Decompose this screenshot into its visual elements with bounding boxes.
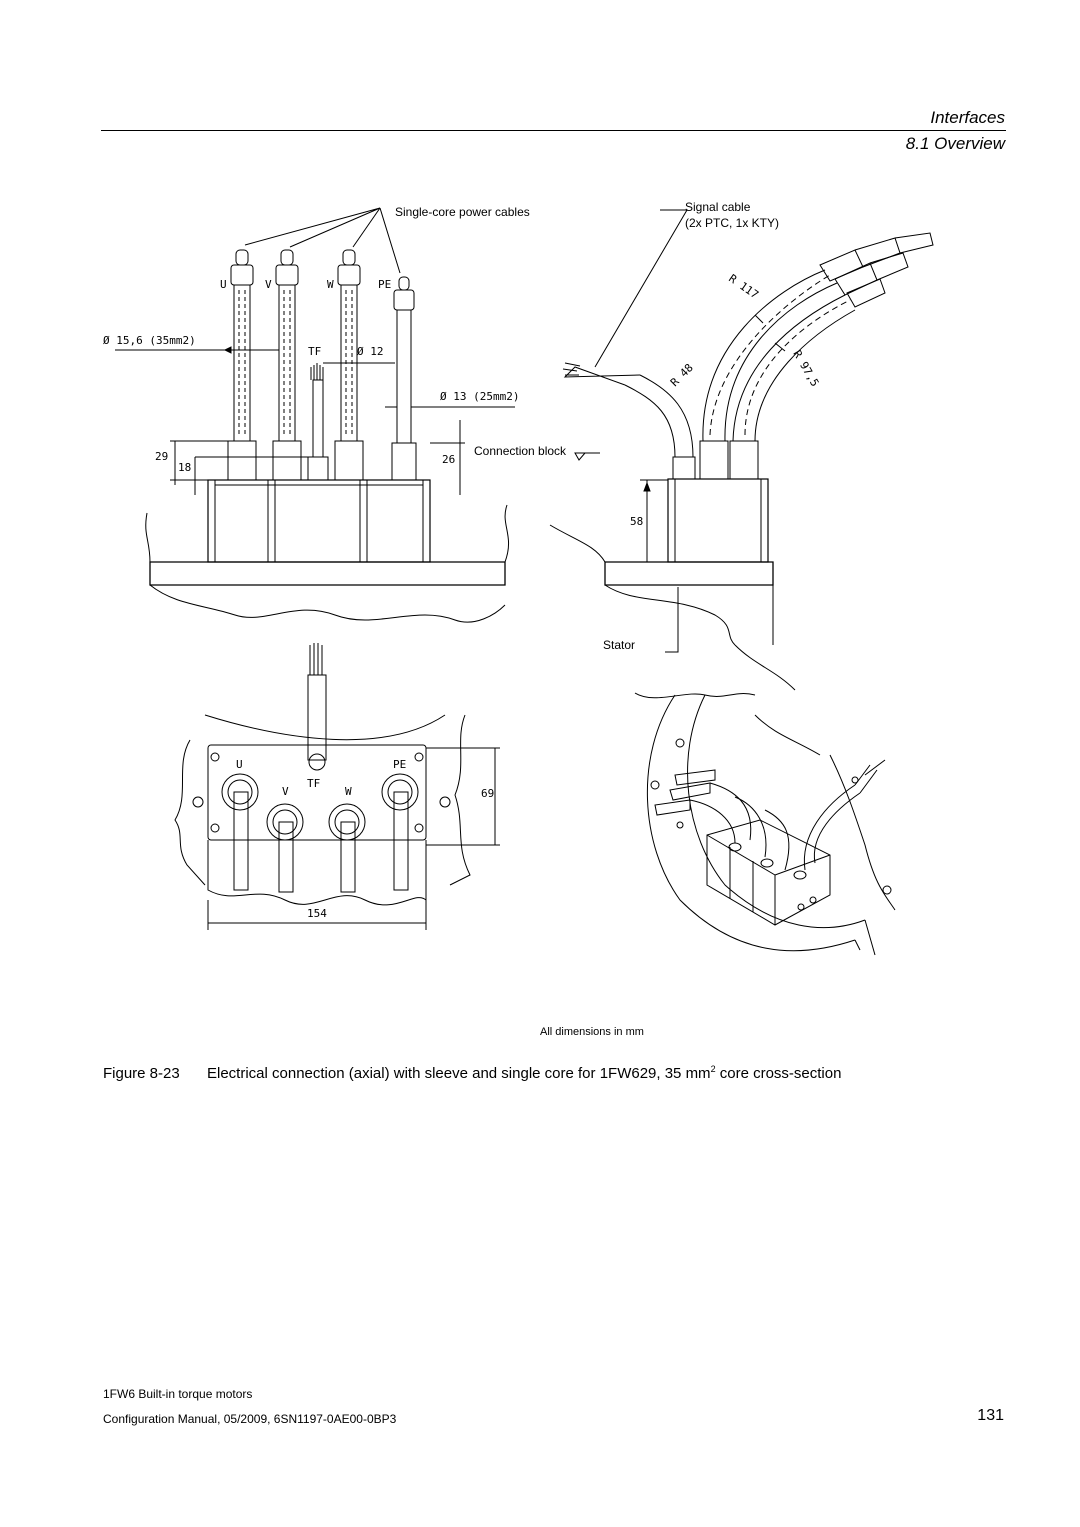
section-title: 8.1 Overview: [905, 134, 1005, 153]
terminal-label-tf: TF: [308, 345, 321, 358]
chapter-title: Interfaces: [930, 108, 1005, 127]
terminal-u: [221, 773, 259, 891]
terminal-v: [266, 803, 304, 893]
label-single-core-cables: Single-core power cables: [395, 205, 530, 219]
caption-superscript: 2: [710, 1064, 716, 1074]
terminal-label-w: W: [327, 278, 334, 291]
terminal-label-u: U: [220, 278, 227, 291]
dim-h29: 29: [155, 450, 168, 463]
plan-label-w: W: [345, 785, 352, 798]
side-view-right: [549, 209, 934, 691]
label-all-dimensions: All dimensions in mm: [540, 1026, 644, 1038]
dim-h69: 69: [481, 787, 494, 800]
terminal-w: [328, 803, 366, 893]
plan-view-left: [174, 643, 500, 930]
label-stator: Stator: [603, 638, 635, 652]
dim-w154: 154: [307, 907, 327, 920]
dim-h26: 26: [442, 453, 455, 466]
dim-r117: R 117: [726, 272, 761, 302]
footer-manual: Configuration Manual, 05/2009, 6SN1197-0…: [103, 1412, 397, 1426]
isometric-view-right: [634, 692, 896, 956]
dim-h18: 18: [178, 461, 191, 474]
cable-u: [230, 249, 254, 442]
dim-h58: 58: [630, 515, 643, 528]
caption-text: Electrical connection (axial) with sleev…: [207, 1065, 711, 1082]
plan-label-u: U: [236, 758, 243, 771]
page-number: 131: [977, 1407, 1004, 1424]
figure-number: Figure 8-23: [103, 1065, 180, 1082]
cable-tf: [310, 363, 324, 458]
caption-text-end: core cross-section: [715, 1065, 842, 1082]
side-view-left: [115, 207, 515, 623]
plan-label-pe: PE: [393, 758, 406, 771]
terminal-label-v: V: [265, 278, 272, 291]
terminal-pe: [381, 773, 419, 891]
dim-r48: R 48: [668, 361, 696, 389]
dim-d12: Ø 12: [357, 345, 384, 358]
terminal-label-pe: PE: [378, 278, 391, 291]
label-signal-cable: Signal cable: [685, 200, 751, 214]
plan-label-tf: TF: [307, 777, 320, 790]
figure-caption: Figure 8-23 Electrical connection (axial)…: [103, 1064, 841, 1082]
technical-drawing: Single-core power cables Signal cable (2…: [103, 200, 934, 1038]
cable-v: [275, 249, 299, 442]
plan-label-v: V: [282, 785, 289, 798]
label-signal-cable-detail: (2x PTC, 1x KTY): [685, 216, 779, 230]
dim-d13: Ø 13 (25mm2): [440, 390, 519, 403]
header-rule: [101, 130, 1006, 131]
dim-d156: Ø 15,6 (35mm2): [103, 334, 196, 347]
label-connection-block: Connection block: [474, 444, 567, 458]
cable-pe: [393, 276, 415, 444]
footer-product: 1FW6 Built-in torque motors: [103, 1387, 253, 1401]
dim-r975: R 97,5: [790, 348, 821, 389]
